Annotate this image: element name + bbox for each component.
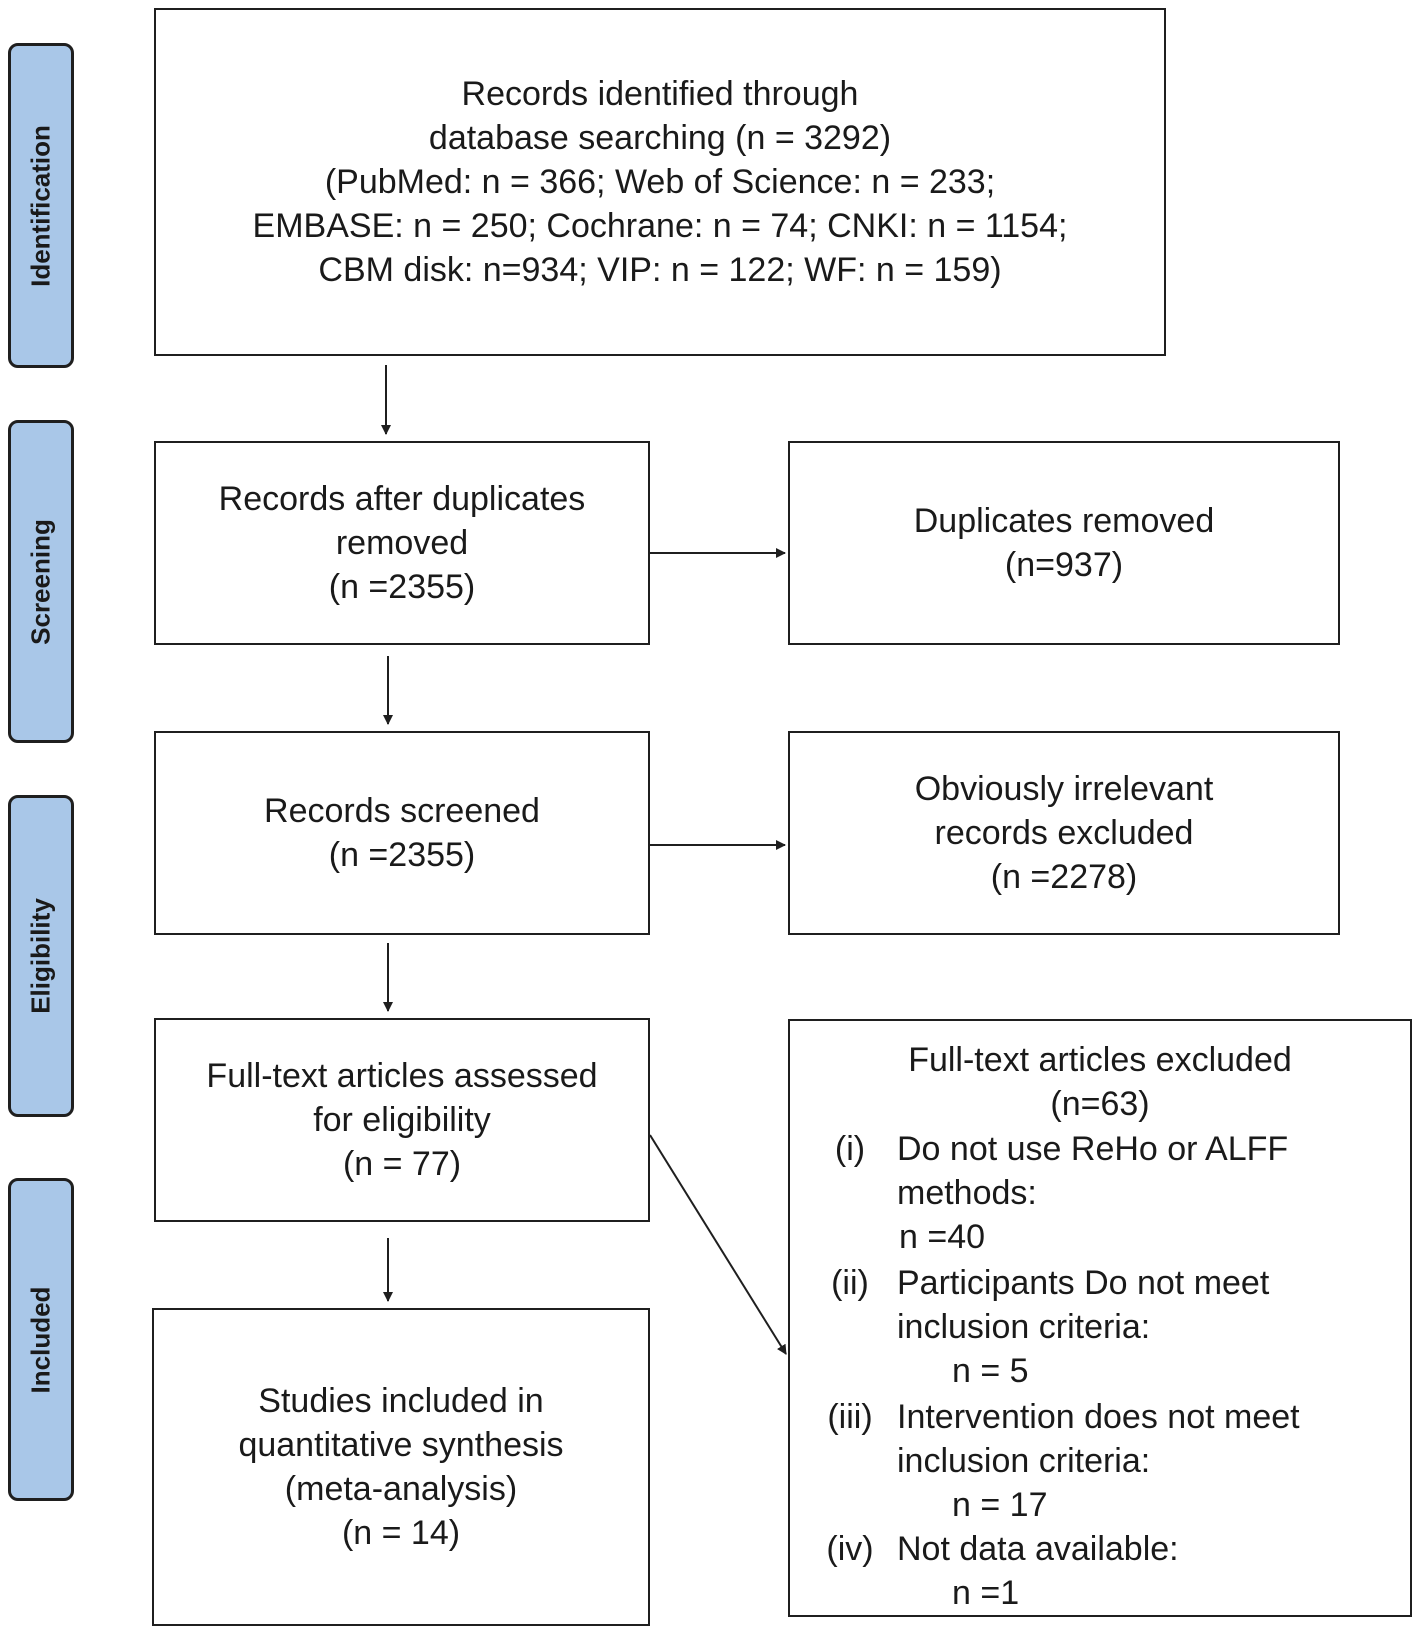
arrow-to-fulltext-excluded: [649, 1134, 787, 1355]
stage-screening: Screening: [8, 420, 74, 743]
excluded-count: (n=63): [1050, 1085, 1150, 1123]
reason-text: inclusion criteria:: [897, 1308, 1151, 1346]
box-line: records excluded: [934, 814, 1194, 852]
box-line: Records identified through: [461, 75, 859, 113]
excluded-title: Full-text articles excluded: [908, 1041, 1292, 1079]
reason-count: n = 5: [952, 1352, 1029, 1390]
box-line: (PubMed: n = 366; Web of Science: n = 23…: [324, 163, 996, 201]
box-line: Records after duplicates: [218, 480, 586, 518]
records-after-duplicates-box: Records after duplicates removed (n =235…: [154, 441, 650, 645]
reason-count: n = 17: [952, 1486, 1048, 1524]
fulltext-assessed-box: Full-text articles assessed for eligibil…: [154, 1018, 650, 1222]
reason-number: (i): [834, 1130, 866, 1168]
box-line: quantitative synthesis: [238, 1426, 564, 1464]
stage-eligibility: Eligibility: [8, 795, 74, 1117]
records-screened-box: Records screened (n =2355): [154, 731, 650, 935]
studies-included-box: Studies included in quantitative synthes…: [152, 1308, 650, 1626]
box-line: EMBASE: n = 250; Cochrane: n = 74; CNKI:…: [252, 207, 1068, 245]
reason-text: Participants Do not meet: [897, 1264, 1270, 1302]
box-line: (n =2355): [328, 836, 476, 874]
box-line: database searching (n = 3292): [428, 119, 892, 157]
reason-number: (ii): [831, 1264, 869, 1302]
box-line: CBM disk: n=934; VIP: n = 122; WF: n = 1…: [318, 251, 1002, 289]
duplicates-removed-box: Duplicates removed (n=937): [788, 441, 1340, 645]
box-line: Records screened: [264, 792, 540, 830]
reason-text: methods:: [897, 1174, 1037, 1212]
fulltext-excluded-box: Full-text articles excluded (n=63) (i) D…: [788, 1019, 1412, 1617]
records-identified-box: Records identified through database sear…: [154, 8, 1166, 356]
box-line: removed: [335, 524, 469, 562]
stage-included: Included: [8, 1178, 74, 1501]
box-line: Full-text articles assessed: [206, 1057, 598, 1095]
reason-number: (iv): [826, 1530, 874, 1568]
reason-text: inclusion criteria:: [897, 1442, 1151, 1480]
reason-text: Not data available:: [897, 1530, 1179, 1568]
box-line: (n = 14): [341, 1514, 461, 1552]
reason-text: Intervention does not meet: [897, 1398, 1300, 1436]
box-line: (n = 77): [342, 1145, 462, 1183]
box-line: (n =2355): [328, 568, 476, 606]
box-line: (n=937): [1004, 546, 1124, 584]
box-line: (n =2278): [990, 858, 1138, 896]
box-line: Studies included in: [258, 1382, 544, 1420]
reason-count: n =40: [899, 1218, 986, 1256]
reason-count: n =1: [952, 1574, 1020, 1612]
reason-text: Do not use ReHo or ALFF: [897, 1130, 1289, 1168]
box-line: Duplicates removed: [913, 502, 1215, 540]
box-line: for eligibility: [313, 1101, 491, 1139]
box-line: Obviously irrelevant: [914, 770, 1214, 808]
stage-identification: Identification: [8, 43, 74, 368]
irrelevant-records-excluded-box: Obviously irrelevant records excluded (n…: [788, 731, 1340, 935]
box-line: (meta-analysis): [284, 1470, 518, 1508]
reason-number: (iii): [827, 1398, 873, 1436]
